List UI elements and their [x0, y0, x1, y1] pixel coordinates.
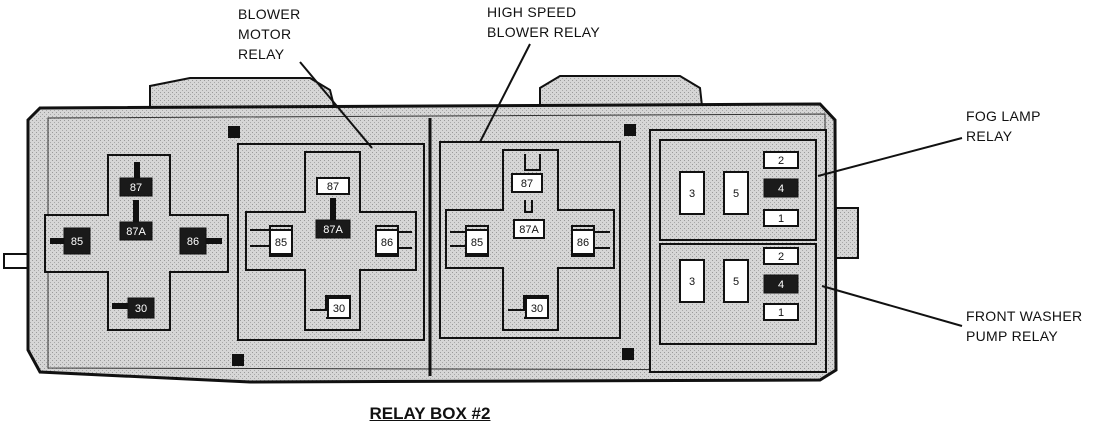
- relay-left-pin-85-label: 85: [71, 236, 83, 248]
- diagram-caption: RELAY BOX #2: [369, 404, 491, 423]
- latch-bottom-right: [622, 348, 634, 360]
- callout-front-washer-pump-relay: FRONT WASHER PUMP RELAY: [966, 306, 1082, 346]
- fog-lamp-pin-1-label: 1: [778, 213, 784, 225]
- relay-left-pin-85: [63, 227, 91, 255]
- latch-top-right: [624, 124, 636, 136]
- relay-left-pins: 87 87A 85 86 30: [50, 162, 222, 319]
- relay-left-pin-86: [179, 227, 207, 255]
- relay-high-speed-pin-87: [511, 173, 543, 193]
- relay-high-speed-pin-87a: [513, 219, 545, 239]
- relay-high-speed-pin-30-label: 30: [531, 303, 543, 315]
- right-mounting-tab: [835, 207, 859, 259]
- washer-pin-4-label: 4: [778, 279, 784, 291]
- callout-washer-line-2: PUMP RELAY: [966, 328, 1058, 344]
- relay-left-pin-30: [127, 297, 155, 319]
- top-bump-left: [149, 77, 336, 111]
- fog-lamp-pin-4: [763, 178, 799, 198]
- relay-blower-pin-87: [316, 177, 350, 195]
- callout-high-speed-blower-relay: HIGH SPEED BLOWER RELAY: [487, 2, 600, 42]
- relay-blower-pin-85-label: 85: [275, 237, 287, 249]
- fog-lamp-pin-4-label: 4: [778, 183, 784, 195]
- fog-lamp-pin-5: [723, 171, 749, 215]
- relay-high-speed-pin-86: [571, 229, 595, 255]
- relay-blower-pin-86: [375, 229, 399, 255]
- relay-blower-pins: 87 87A 85 86 30: [250, 177, 412, 319]
- relay-blower-pin-30: [327, 297, 351, 319]
- callout-blower-motor-relay-line-2: MOTOR: [238, 26, 292, 42]
- callout-high-speed-line-1: HIGH SPEED: [487, 4, 577, 20]
- washer-pin-3-label: 3: [689, 276, 695, 288]
- relay-left-socket: [44, 154, 229, 331]
- relay-blower-pin-87a-label: 87A: [323, 224, 343, 236]
- relay-left-pin-87-label: 87: [130, 182, 142, 194]
- washer-pin-5-label: 5: [733, 276, 739, 288]
- washer-pin-2-label: 2: [778, 251, 784, 263]
- callout-blower-motor-relay-line-3: RELAY: [238, 46, 285, 62]
- callout-high-speed-line-2: BLOWER RELAY: [487, 24, 601, 40]
- relay-left-pin-86-label: 86: [187, 236, 199, 248]
- washer-pin-2: [763, 247, 799, 265]
- fog-lamp-pin-3: [679, 171, 705, 215]
- callout-fog-lamp-line-2: RELAY: [966, 128, 1013, 144]
- callout-blower-motor-relay-line-1: BLOWER: [238, 6, 301, 22]
- callout-fog-lamp-relay: FOG LAMP RELAY: [966, 106, 1041, 146]
- relay-left-pin-30-label: 30: [135, 303, 147, 315]
- relay-high-speed-pin-85: [465, 229, 489, 255]
- callout-washer-line-1: FRONT WASHER: [966, 308, 1083, 324]
- relay-blower-pin-86-label: 86: [381, 237, 393, 249]
- relay-blower-pin-87-label: 87: [327, 181, 339, 193]
- leader-fog-lamp-relay: [817, 137, 963, 177]
- callout-fog-lamp-line-1: FOG LAMP: [966, 108, 1041, 124]
- washer-pin-3: [679, 259, 705, 303]
- callout-blower-motor-relay: BLOWER MOTOR RELAY: [238, 4, 300, 64]
- leader-high-speed-blower-relay: [479, 43, 531, 143]
- washer-pin-4: [763, 274, 799, 294]
- relay-box-housing: [26, 102, 838, 384]
- top-bump-right: [539, 75, 703, 110]
- relay-blower-pin-87a: [315, 219, 351, 239]
- washer-relay-pins: 3 5 2 4 1: [679, 247, 799, 321]
- blower-motor-relay-socket: [245, 151, 417, 331]
- fog-lamp-pin-2: [763, 151, 799, 169]
- washer-pin-5: [723, 259, 749, 303]
- washer-pin-1-label: 1: [778, 307, 784, 319]
- relay-left-pin-87a-label: 87A: [126, 226, 146, 238]
- high-speed-relay-socket: [445, 149, 615, 331]
- relay-blower-pin-85: [269, 229, 293, 255]
- relay-high-speed-pin-30: [525, 297, 549, 319]
- relay-high-speed-pin-86-label: 86: [577, 237, 589, 249]
- fog-lamp-pin-5-label: 5: [733, 188, 739, 200]
- relay-high-speed-pins: 87 87A 85 86 30: [450, 154, 610, 319]
- left-mounting-tab: [3, 253, 31, 269]
- leader-blower-motor-relay: [299, 61, 373, 149]
- fog-lamp-relay-pins: 3 5 2 4 1: [679, 151, 799, 227]
- fog-lamp-pin-1: [763, 209, 799, 227]
- latch-bottom-left: [232, 354, 244, 366]
- relay-high-speed-pin-87-label: 87: [521, 178, 533, 190]
- fog-lamp-pin-2-label: 2: [778, 155, 784, 167]
- leader-front-washer-pump-relay: [821, 285, 963, 327]
- washer-pin-1: [763, 303, 799, 321]
- relay-high-speed-pin-87a-label: 87A: [519, 224, 539, 236]
- fog-lamp-pin-3-label: 3: [689, 188, 695, 200]
- relay-left-pin-87a: [119, 221, 153, 241]
- relay-left-pin-87: [119, 177, 153, 197]
- relay-high-speed-pin-85-label: 85: [471, 237, 483, 249]
- relay-blower-pin-30-label: 30: [333, 303, 345, 315]
- latch-top-left: [228, 126, 240, 138]
